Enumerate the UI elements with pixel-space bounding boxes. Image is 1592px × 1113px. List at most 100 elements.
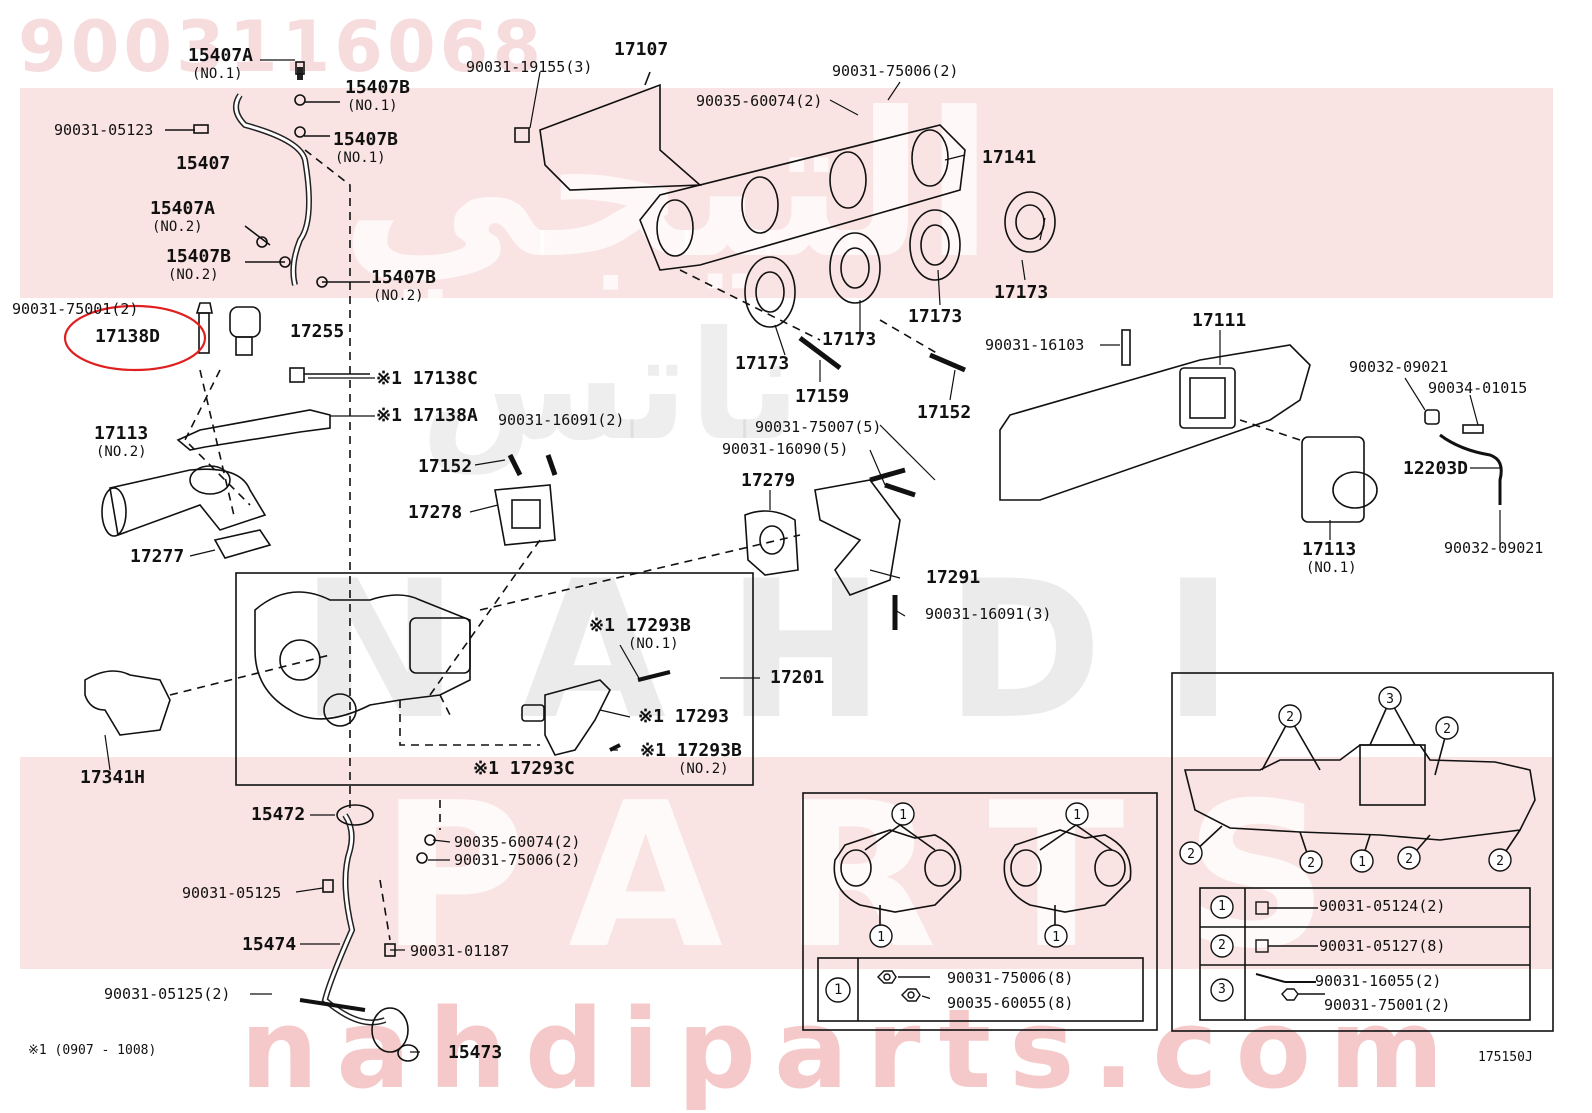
label-90031-19155: 90031-19155(3): [466, 58, 593, 76]
label-17278: 17278: [408, 502, 463, 523]
label-90031-75006-bottom: 90031-75006(2): [454, 851, 581, 869]
label-17341h: 17341H: [80, 767, 146, 788]
label-17201: 17201: [770, 667, 825, 688]
callout-1: 1: [1073, 808, 1081, 823]
watermark-site: nahdiparts.com: [240, 985, 1462, 1113]
label-17255: 17255: [290, 321, 345, 342]
label-17113-no1-sub: (NO.1): [1306, 560, 1357, 576]
label-15407a-no2: 15407A: [150, 198, 216, 219]
inset-left-row-num: 1: [834, 982, 843, 998]
label-17293c: ※1 17293C: [473, 758, 575, 779]
label-17291: 17291: [926, 567, 981, 588]
label-17173-c: 17173: [908, 306, 963, 327]
label-90031-05125-2: 90031-05125(2): [104, 985, 231, 1003]
label-15407a-no2-sub: (NO.2): [152, 219, 203, 235]
label-90035-60074-bottom: 90035-60074(2): [454, 833, 581, 851]
label-17138d: 17138D: [95, 326, 161, 347]
label-15472: 15472: [251, 804, 306, 825]
callout-2: 2: [1443, 722, 1451, 737]
label-12203d: 12203D: [1403, 458, 1469, 479]
watermark-brand-mid: NAHDI: [300, 540, 1294, 761]
label-17173-a: 17173: [735, 353, 790, 374]
label-15407b-no1-b: 15407B: [333, 129, 399, 150]
inset-right-row3-part2: 90031-75001(2): [1324, 996, 1451, 1014]
label-17107: 17107: [614, 39, 669, 60]
label-17113-no1: 17113: [1302, 539, 1357, 560]
label-90031-16090: 90031-16090(5): [722, 440, 849, 458]
inset-right-row2-num: 2: [1218, 938, 1226, 953]
label-17293b-no2: ※1 17293B: [640, 740, 742, 761]
inset-left-icons: [877, 970, 930, 1002]
watermark-part-number: 9003116068: [18, 6, 546, 88]
watermark-band-bottom: [20, 757, 1553, 969]
label-17279: 17279: [741, 470, 796, 491]
watermark-brand-low: PARTS: [380, 760, 1389, 993]
label-90031-75007: 90031-75007(5): [755, 418, 882, 436]
inset-left-part-1: 90031-75006(8): [947, 969, 1074, 987]
label-17152-left: 17152: [418, 456, 473, 477]
label-17113-no2-sub: (NO.2): [96, 444, 147, 460]
label-17173-d: 17173: [994, 282, 1049, 303]
label-90031-16091-2: 90031-16091(2): [498, 411, 625, 429]
label-17138a: ※1 17138A: [376, 405, 478, 426]
label-15407b-no2-b: 15407B: [371, 267, 437, 288]
inset-left-part-2: 90035-60055(8): [947, 994, 1074, 1012]
label-90034-01015: 90034-01015: [1428, 379, 1528, 397]
callout-2: 2: [1286, 710, 1294, 725]
callout-2: 2: [1496, 854, 1504, 869]
inset-right-row3-num: 3: [1218, 982, 1226, 997]
figure-code: 175150J: [1478, 1050, 1533, 1065]
label-17138c: ※1 17138C: [376, 368, 478, 389]
label-15407a-no1-sub: (NO.1): [192, 66, 243, 82]
label-90031-16103: 90031-16103: [985, 336, 1085, 354]
label-17173-b: 17173: [822, 329, 877, 350]
label-90031-16091-3: 90031-16091(3): [925, 605, 1052, 623]
label-90035-60074-top: 90035-60074(2): [696, 92, 823, 110]
highlight-circle: [63, 304, 207, 372]
inset-right-row1-part: 90031-05124(2): [1319, 897, 1446, 915]
label-17159: 17159: [795, 386, 850, 407]
inset-right-icons: [1255, 901, 1325, 1001]
label-15407b-no2-b-sub: (NO.2): [373, 288, 424, 304]
label-15407b-no2-a: 15407B: [166, 246, 232, 267]
label-90032-09021-a: 90032-09021: [1349, 358, 1449, 376]
label-90031-75006-top: 90031-75006(2): [832, 62, 959, 80]
label-90031-05125: 90031-05125: [182, 884, 282, 902]
label-90032-09021-b: 90032-09021: [1444, 539, 1544, 557]
label-17111: 17111: [1192, 310, 1247, 331]
footnote: ※1 (0907 - 1008): [28, 1043, 157, 1058]
callout-1: 1: [899, 808, 907, 823]
label-90031-01187: 90031-01187: [410, 942, 510, 960]
label-15473: 15473: [448, 1042, 503, 1063]
watermark-arabic-mid: ناتس: [420, 300, 802, 474]
label-15407b-no1-a: 15407B: [345, 77, 411, 98]
label-17293: ※1 17293: [638, 706, 729, 727]
label-17113-no2: 17113: [94, 423, 149, 444]
label-17293b-no2-sub: (NO.2): [678, 761, 729, 777]
callout-2: 2: [1187, 847, 1195, 862]
callout-2: 2: [1307, 856, 1315, 871]
label-17152-right: 17152: [917, 402, 972, 423]
inset-right-row2-part: 90031-05127(8): [1319, 937, 1446, 955]
callout-1: 1: [877, 930, 885, 945]
label-17293b-no1: ※1 17293B: [589, 615, 691, 636]
label-15407b-no1-a-sub: (NO.1): [347, 98, 398, 114]
callout-1: 1: [1358, 855, 1366, 870]
label-15407b-no1-b-sub: (NO.1): [335, 150, 386, 166]
callout-3: 3: [1386, 692, 1394, 707]
callout-1: 1: [1052, 930, 1060, 945]
inset-right-row1-num: 1: [1218, 899, 1226, 914]
label-90031-05123: 90031-05123: [54, 121, 154, 139]
label-17277: 17277: [130, 546, 185, 567]
callout-2: 2: [1405, 852, 1413, 867]
label-15407b-no2-a-sub: (NO.2): [168, 267, 219, 283]
inset-right-row3-part1: 90031-16055(2): [1315, 972, 1442, 990]
label-15407a-no1: 15407A: [188, 45, 254, 66]
label-17141: 17141: [982, 147, 1037, 168]
label-90031-75001-2: 90031-75001(2): [12, 300, 139, 318]
watermark-band-top: [20, 88, 1553, 298]
label-15474: 15474: [242, 934, 297, 955]
label-17293b-no1-sub: (NO.1): [628, 636, 679, 652]
